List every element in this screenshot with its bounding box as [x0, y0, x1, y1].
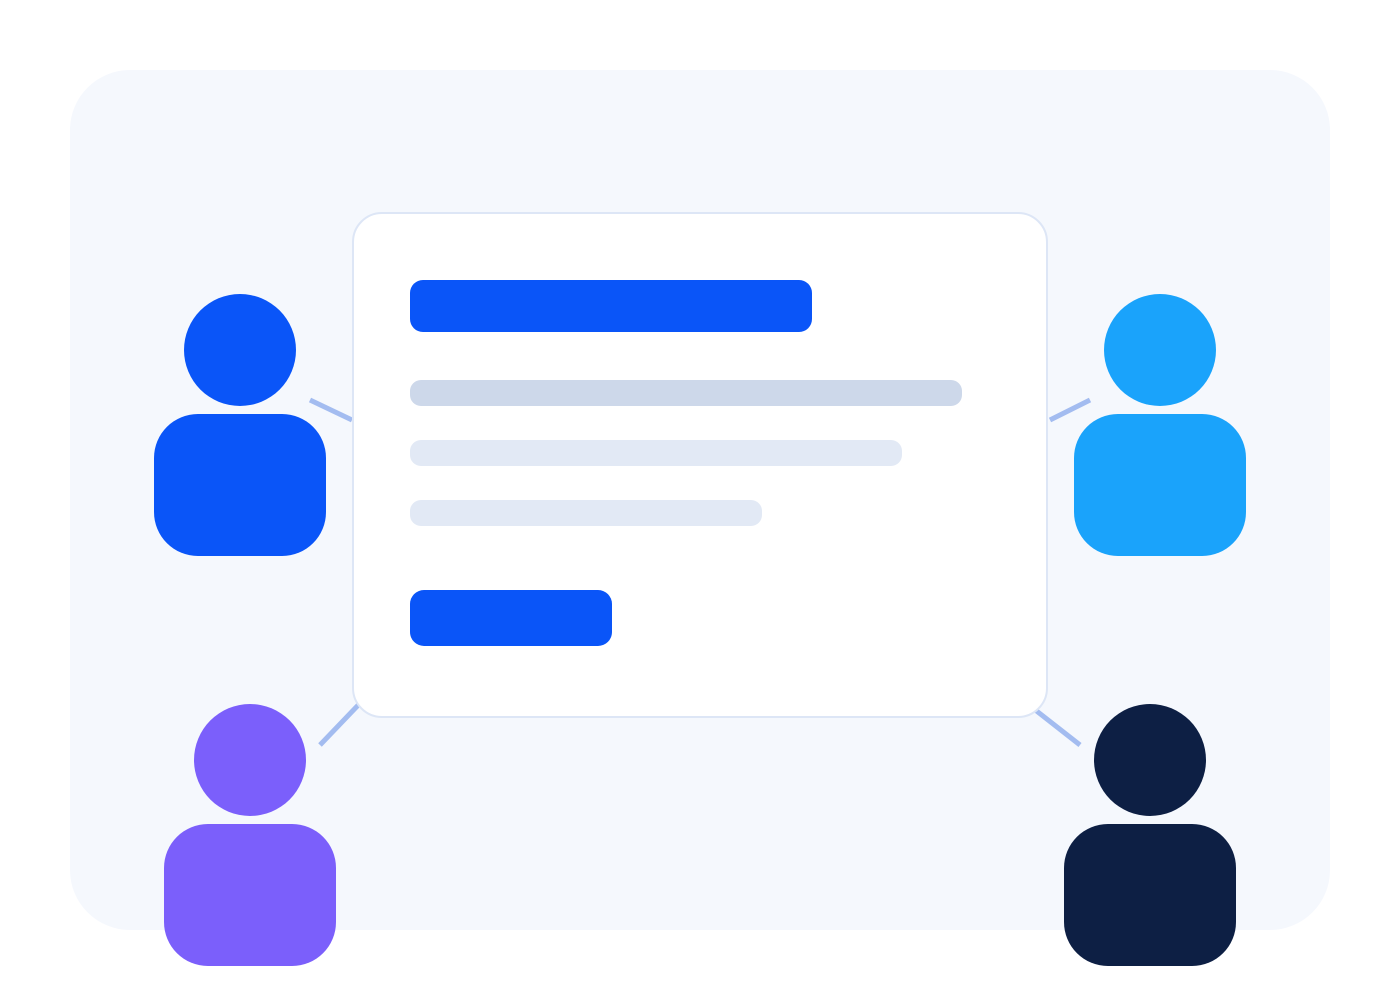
user-icon-bottom-left — [164, 704, 336, 966]
user-body — [164, 824, 336, 966]
connector-top-left — [308, 397, 354, 423]
connector-top-right — [1048, 397, 1092, 423]
user-head — [1094, 704, 1206, 816]
user-body — [154, 414, 326, 556]
text-line-placeholder-1 — [410, 380, 962, 406]
text-line-placeholder-2 — [410, 440, 902, 466]
user-icon-top-left — [154, 294, 326, 556]
document-card — [352, 212, 1048, 718]
user-icon-bottom-right — [1064, 704, 1236, 966]
user-head — [1104, 294, 1216, 406]
card-action-button[interactable] — [410, 590, 612, 646]
user-body — [1064, 824, 1236, 966]
card-title-placeholder — [410, 280, 812, 332]
user-icon-top-right — [1074, 294, 1246, 556]
user-head — [184, 294, 296, 406]
text-line-placeholder-3 — [410, 500, 762, 526]
user-head — [194, 704, 306, 816]
user-body — [1074, 414, 1246, 556]
